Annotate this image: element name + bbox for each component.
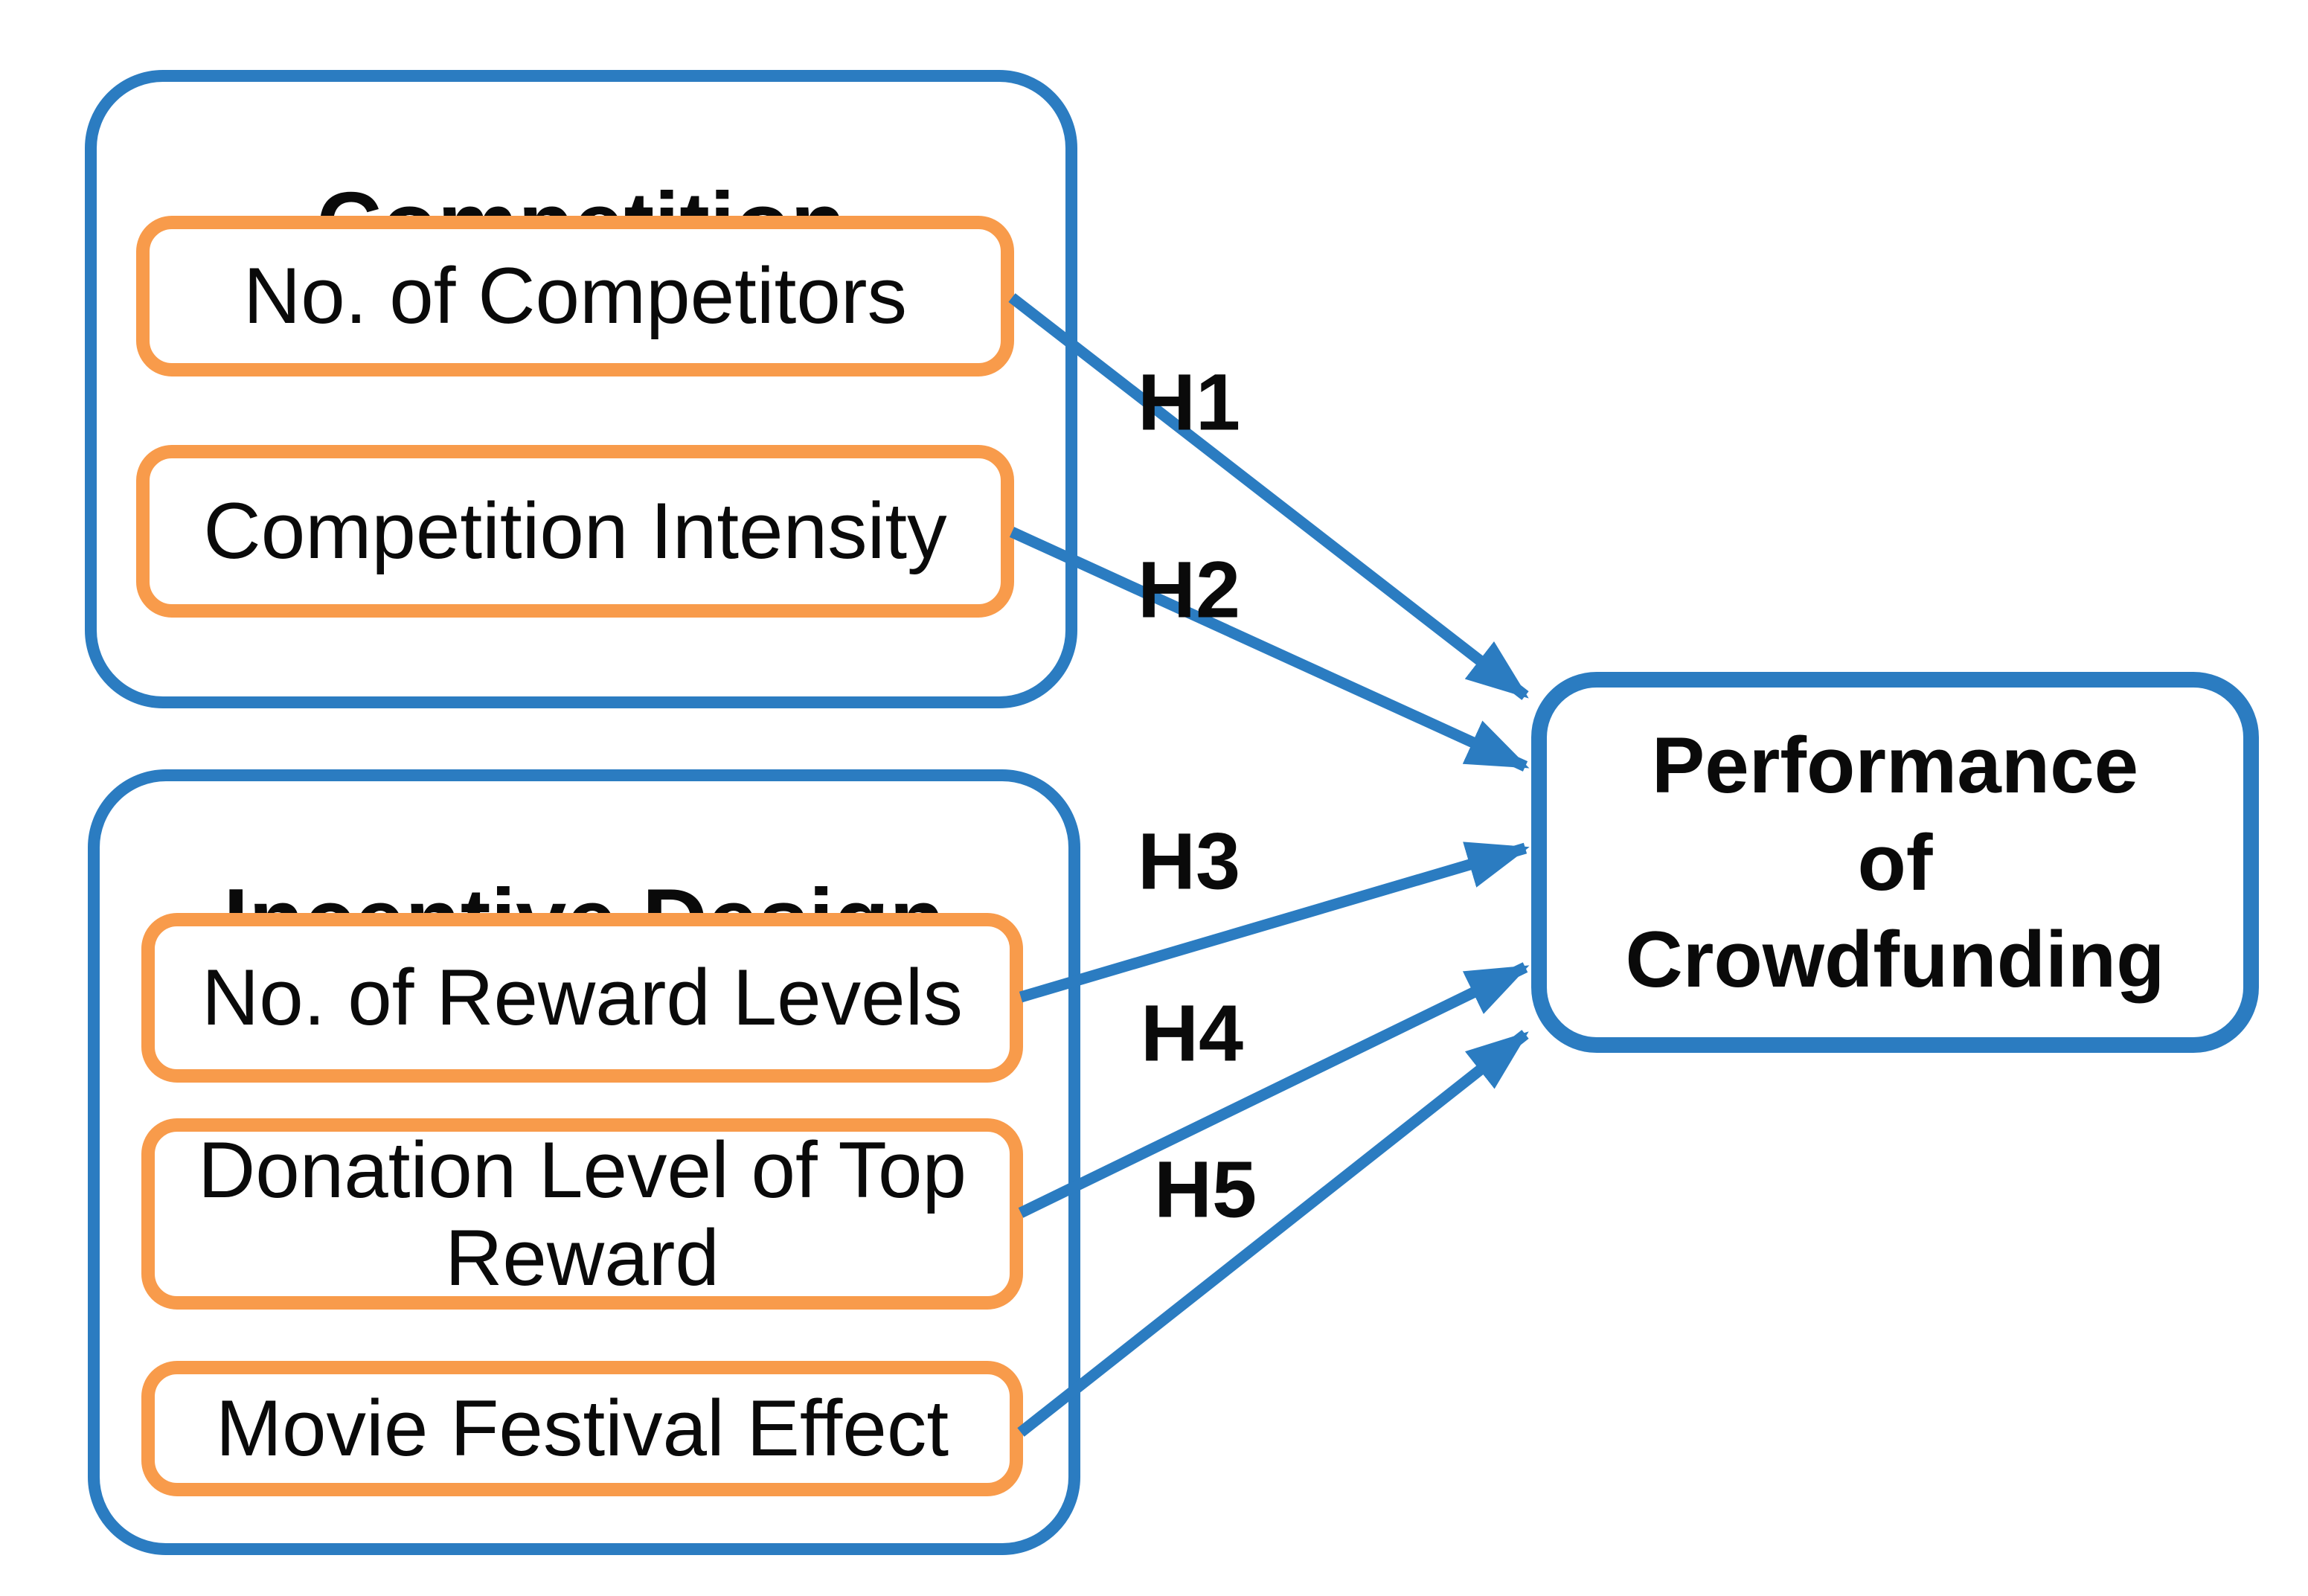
- hypothesis-label-h1: H1: [1137, 356, 1241, 447]
- arrow-h2: [1009, 527, 1530, 772]
- item-no-of-reward-levels: No. of Reward Levels: [141, 913, 1023, 1083]
- arrow-h4: [1018, 962, 1530, 1218]
- item-no-of-competitors-label: No. of Competitors: [243, 251, 907, 341]
- arrow-h1: [1008, 293, 1529, 700]
- item-movie-festival-effect-label: Movie Festival Effect: [215, 1383, 949, 1473]
- item-no-of-reward-levels-label: No. of Reward Levels: [202, 952, 963, 1042]
- item-donation-level-of-top-reward: Donation Level of Top Reward: [141, 1118, 1023, 1310]
- hypothesis-label-h2: H2: [1137, 544, 1241, 635]
- item-movie-festival-effect: Movie Festival Effect: [141, 1361, 1023, 1496]
- hypothesis-label-h3: H3: [1137, 815, 1241, 906]
- item-donation-level-of-top-reward-label: Donation Level of Top Reward: [197, 1124, 967, 1302]
- group-competition: Competition No. of Competitors Competiti…: [85, 70, 1077, 708]
- item-no-of-competitors: No. of Competitors: [136, 216, 1014, 376]
- outcome-label: Performance of Crowdfunding: [1625, 720, 2165, 1004]
- group-incentive-design: Incentive Design No. of Reward Levels Do…: [88, 769, 1080, 1555]
- hypothesis-label-h4: H4: [1140, 987, 1244, 1078]
- item-competition-intensity-label: Competition Intensity: [203, 486, 947, 576]
- arrow-h5: [1017, 1030, 1529, 1437]
- item-competition-intensity: Competition Intensity: [136, 445, 1014, 618]
- hypothesis-label-h5: H5: [1153, 1144, 1257, 1234]
- outcome-box-performance-of-crowdfunding: Performance of Crowdfunding: [1531, 672, 2259, 1053]
- arrow-h3: [1019, 842, 1530, 1003]
